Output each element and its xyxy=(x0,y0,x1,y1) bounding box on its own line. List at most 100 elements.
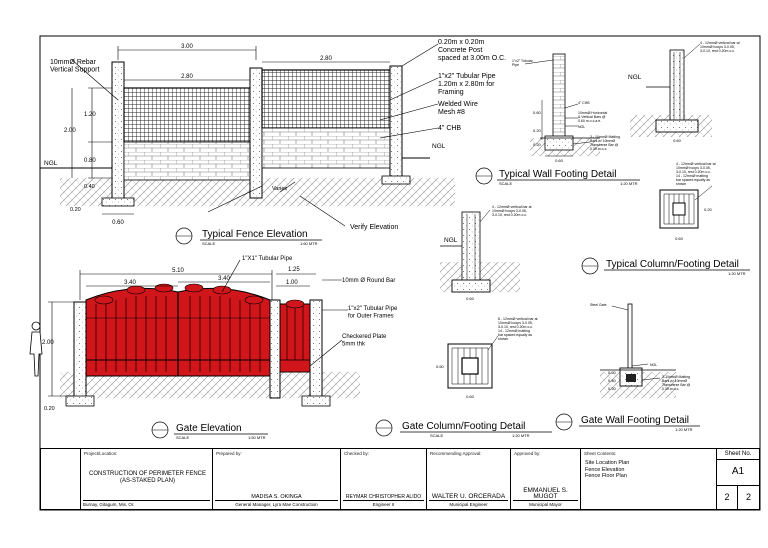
gate-col-scale-label: SCALE xyxy=(430,433,443,438)
col-ftg-note-plan: 4 - 12mmØ vertical bar w/10mmØ hoops 3-0… xyxy=(676,162,716,186)
checked-cell: Checked by: REYMAR CHRISTOPHER ALIDO Eng… xyxy=(341,449,427,509)
fence-ngl-right: NGL xyxy=(432,143,446,150)
fence-dim-h-total: 2.00 xyxy=(64,128,76,134)
sheet-number: A1 xyxy=(717,459,759,486)
col-ftg-dim-2: 0.60 xyxy=(675,236,684,241)
fence-elevation: 3.00 2.80 2.80 2.00 1.20 0.80 0.40 0.20 … xyxy=(40,39,506,246)
gate-wall-scale-value: 1:20 MTR xyxy=(675,427,693,432)
col-ftg-scale-value: 1:20 MTR xyxy=(728,271,746,276)
approved-name: EMMANUEL S. MUGOT xyxy=(523,487,568,500)
sheet-total: 2 xyxy=(745,492,751,502)
contents-cell: Sheet Contents: Site Location Plan Fence… xyxy=(581,449,717,509)
project-cell: Project/Location: CONSTRUCTION OF PERIME… xyxy=(81,449,213,509)
fence-dim-right: 2.80 xyxy=(320,56,332,62)
gate-elevation: 5.10 3.40 3.40 1.25 1.00 2.00 0.20 1"X1"… xyxy=(29,256,398,440)
contents-label: Sheet Contents: xyxy=(584,451,617,456)
col-ftg-note-top: 4 - 12mmØ vertical bar w/10mmØ hoops 3-0… xyxy=(700,41,740,53)
project-label: Project/Location: xyxy=(84,451,118,456)
gate-note-tube1: 1"X1" Tubular Pipe xyxy=(242,256,293,262)
wall-ftg-note-3: 10mmØ Horizontal& Vertical Bars @0.60 m.… xyxy=(578,111,607,123)
title-block-spacer xyxy=(41,449,81,509)
recommending-label: Recommending Approval: xyxy=(430,451,482,456)
fence-scale-label: SCALE xyxy=(202,241,215,246)
gate-title: Gate Elevation xyxy=(176,423,242,434)
gate-wall-dim-1: 0.20 xyxy=(608,370,617,375)
gate-dim-leaf-r: 3.40 xyxy=(218,276,230,282)
wall-ftg-note-2: 4" CHB xyxy=(578,101,590,105)
sheet-cell: Sheet No. A1 2 2 xyxy=(717,449,759,509)
prepared-position: General Manager, Lyra Mae Construction xyxy=(215,500,338,508)
prepared-label: Prepared by: xyxy=(216,451,242,456)
fence-dim-overall: 3.00 xyxy=(181,44,193,50)
gate-col-dim-3: 0.60 xyxy=(466,296,475,301)
gate-dim-base: 0.20 xyxy=(44,406,55,412)
prepared-cell: Prepared by: MADISA S. OKINGA General Ma… xyxy=(213,449,341,509)
prepared-name: MADISA S. OKINGA xyxy=(251,494,302,500)
fence-dim-h-lower: 0.80 xyxy=(84,158,96,164)
gate-scale-value: 1:50 MTR xyxy=(248,435,266,440)
approved-cell: Approved by: EMMANUEL S. MUGOT Municipal… xyxy=(511,449,581,509)
fence-dim-left: 2.80 xyxy=(181,74,193,80)
contents-list: Site Location Plan Fence Elevation Fence… xyxy=(585,460,630,479)
wall-ftg-dim-4: 0.60 xyxy=(555,158,564,163)
recommending-cell: Recommending Approval: WALTER U. ORCERAD… xyxy=(427,449,511,509)
fence-note-verify: Verify Elevation xyxy=(350,224,398,231)
project-location: Burnay, Gitagum, Mis. Or. xyxy=(83,500,210,508)
checked-name: REYMAR CHRISTOPHER ALIDO xyxy=(345,494,422,500)
wall-ftg-scale-label: SCALE xyxy=(499,181,512,186)
gate-dim-total: 5.10 xyxy=(172,268,184,274)
human-scale-figure xyxy=(29,321,43,377)
sheet-index: 2 xyxy=(717,485,738,509)
approved-position: Municipal Mayor xyxy=(513,500,578,508)
checked-label: Checked by: xyxy=(344,451,370,456)
fence-dim-h-upper: 1.20 xyxy=(84,112,96,118)
wall-ftg-dim-2: 0.20 xyxy=(533,128,542,133)
sheet-label: Sheet No. xyxy=(717,449,759,460)
gate-scale-label: SCALE xyxy=(176,435,189,440)
gate-wall-title: Gate Wall Footing Detail xyxy=(581,415,689,426)
gate-col-dim-1: 0.60 xyxy=(436,364,445,369)
gate-wall-dim-3: 0.20 xyxy=(608,386,617,391)
recommending-name: WALTER U. ORCERADA xyxy=(431,493,506,500)
gate-dim-side: 1.25 xyxy=(288,267,300,273)
wall-ftg-dim-1: 0.60 xyxy=(533,110,542,115)
fence-scale-value: 1:60 MTR xyxy=(300,241,318,246)
col-ftg-ngl: NGL xyxy=(628,74,642,81)
wall-ftg-note-4: NGL xyxy=(578,125,585,129)
col-ftg-dim-1: 0.60 xyxy=(673,138,682,143)
fence-dim-ftg-width: 0.60 xyxy=(112,220,124,226)
gate-wall-note-2: NGL xyxy=(650,363,657,367)
gate-wall-note-1: Steel Gate xyxy=(590,303,607,307)
wall-ftg-scale-value: 1:20 MTR xyxy=(620,181,638,186)
fence-title: Typical Fence Elevation xyxy=(202,229,308,240)
gate-dim-height: 2.00 xyxy=(42,340,54,346)
wall-ftg-dim-3: 0.20 xyxy=(533,142,542,147)
fence-ngl-left: NGL xyxy=(44,160,58,167)
gate-col-title: Gate Column/Footing Detail xyxy=(402,421,525,432)
approved-label: Approved by: xyxy=(514,451,541,456)
column-footing-detail: 4 - 12mmØ vertical bar w/10mmØ hoops 3-0… xyxy=(581,41,750,276)
wall-ftg-title: Typical Wall Footing Detail xyxy=(499,169,616,180)
checked-position: Engineer II xyxy=(343,500,424,508)
recommending-position: Municipal Engineer xyxy=(429,500,508,508)
fence-note-chb: 4" CHB xyxy=(438,125,461,132)
gate-wall-dim-2: 0.40 xyxy=(608,378,617,383)
title-block: Project/Location: CONSTRUCTION OF PERIME… xyxy=(40,448,760,510)
fence-dim-ftg-depth: 0.40 xyxy=(84,184,95,190)
col-ftg-title: Typical Column/Footing Detail xyxy=(606,259,739,270)
gate-col-dim-2: 0.60 xyxy=(466,394,475,399)
gate-col-scale-value: 1:20 MTR xyxy=(512,433,530,438)
gate-note-bar: 10mm Ø Round Bar xyxy=(342,278,395,284)
